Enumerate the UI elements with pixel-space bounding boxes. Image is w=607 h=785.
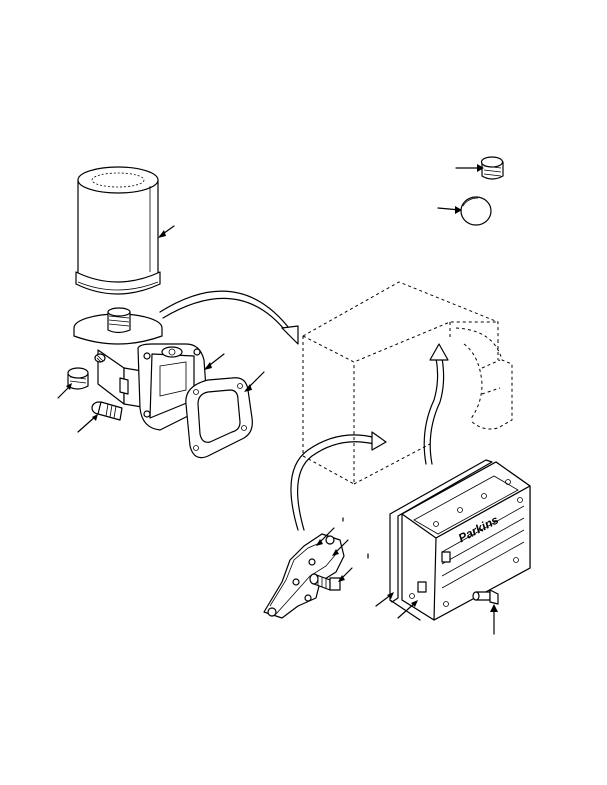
callout-ticks <box>342 517 369 559</box>
leader-arrows <box>57 164 498 635</box>
cover-plate: Parkins <box>401 461 531 621</box>
pipe-plug <box>67 367 89 390</box>
plug-top <box>480 156 504 180</box>
bracket-bolt <box>309 573 341 591</box>
flow-arrow-cover <box>423 343 449 465</box>
cover-gasket <box>389 459 493 621</box>
cover-bolt <box>472 589 499 605</box>
flow-arrow-bracket <box>290 431 387 531</box>
mounting-bolt <box>91 401 123 421</box>
cap-plug <box>460 196 492 226</box>
flow-arrow-filter <box>159 290 299 345</box>
engine-block-outline <box>302 281 513 485</box>
oil-filter-canister <box>75 166 161 295</box>
support-bracket <box>263 533 345 619</box>
filter-head-gasket <box>185 377 253 459</box>
